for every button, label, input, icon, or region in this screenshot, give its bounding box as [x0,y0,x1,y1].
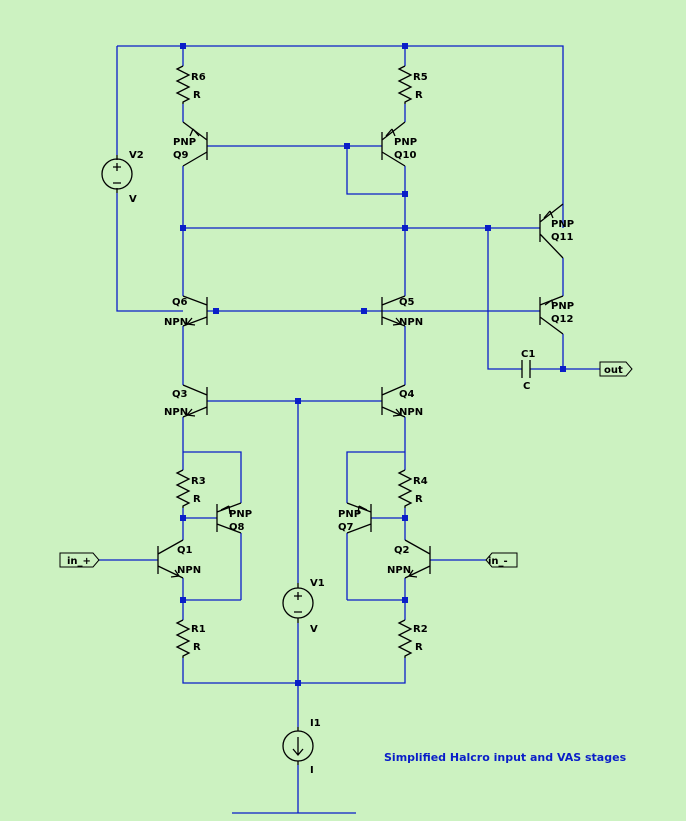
transistor-type: PNP [229,509,252,520]
transistor-ref: Q2 [394,545,410,556]
transistor-type: PNP [338,509,361,520]
transistor-q7: PNP Q7 [338,502,372,534]
transistor-ref: Q5 [399,297,415,308]
port-in-minus: in_- [485,552,518,568]
transistor-q5: Q5 NPN [381,295,423,328]
port-label: in_- [488,556,508,567]
junctions [180,43,566,686]
resistor-r4: R4 R [397,469,428,508]
resistor-r1: R1 R [175,619,206,658]
resistor-ref: R1 [191,624,206,635]
transistor-q1: Q1 NPN [157,539,201,579]
transistor-ref: Q7 [338,522,354,533]
transistor-q10: PNP Q10 [381,121,417,167]
transistor-ref: Q3 [172,389,188,400]
wires [98,45,600,814]
transistor-q4: Q4 NPN [381,384,423,418]
transistor-q12: PNP Q12 [539,295,574,335]
capacitor-c1: C1 C [521,349,535,392]
resistor-value: R [193,90,201,101]
transistor-type: NPN [177,565,201,576]
transistor-ref: Q4 [399,389,415,400]
port-label: out [604,365,623,376]
capacitor-value: C [523,381,530,392]
transistor-ref: Q10 [394,150,416,161]
resistor-ref: R3 [191,476,206,487]
transistor-ref: Q12 [551,314,573,325]
resistor-r2: R2 R [397,619,428,658]
transistor-q8: PNP Q8 [216,502,252,534]
transistor-q2: Q2 NPN [387,539,431,579]
transistor-ref: Q1 [177,545,193,556]
transistor-type: PNP [173,137,196,148]
transistor-q3: Q3 NPN [164,384,208,418]
current-source-i1: I1 I [282,718,321,776]
resistor-value: R [415,90,423,101]
diagram-caption: Simplified Halcro input and VAS stages [384,751,627,764]
transistor-type: NPN [399,317,423,328]
port-in-plus: in_+ [59,552,100,568]
transistor-q6: Q6 NPN [164,295,208,328]
transistor-type: NPN [164,317,188,328]
transistor-type: NPN [399,407,423,418]
resistor-value: R [193,494,201,505]
transistor-type: PNP [394,137,417,148]
resistor-value: R [415,642,423,653]
resistor-value: R [415,494,423,505]
transistor-type: PNP [551,219,574,230]
resistor-value: R [193,642,201,653]
resistor-ref: R5 [413,72,428,83]
transistor-ref: Q9 [173,150,189,161]
resistor-ref: R2 [413,624,428,635]
resistor-r3: R3 R [175,469,206,508]
source-value: V [310,624,318,635]
transistor-ref: Q6 [172,297,188,308]
port-label: in_+ [67,556,91,567]
transistor-type: NPN [387,565,411,576]
voltage-source-v1: V1 V [282,578,325,635]
resistor-r5: R5 R [397,65,428,104]
voltage-source-v2: V2 V [101,150,144,205]
port-out: out [599,361,633,377]
transistor-ref: Q8 [229,522,245,533]
transistor-q11: PNP Q11 [539,203,574,259]
transistor-q9: PNP Q9 [173,121,208,167]
source-ref: V1 [310,578,325,589]
source-ref: I1 [310,718,321,729]
transistor-type: NPN [164,407,188,418]
source-value: I [310,765,314,776]
resistor-ref: R4 [413,476,428,487]
capacitor-ref: C1 [521,349,535,360]
transistor-type: PNP [551,301,574,312]
source-ref: V2 [129,150,144,161]
resistor-r6: R6 R [175,65,206,104]
source-value: V [129,194,137,205]
transistor-ref: Q11 [551,232,573,243]
resistor-ref: R6 [191,72,206,83]
